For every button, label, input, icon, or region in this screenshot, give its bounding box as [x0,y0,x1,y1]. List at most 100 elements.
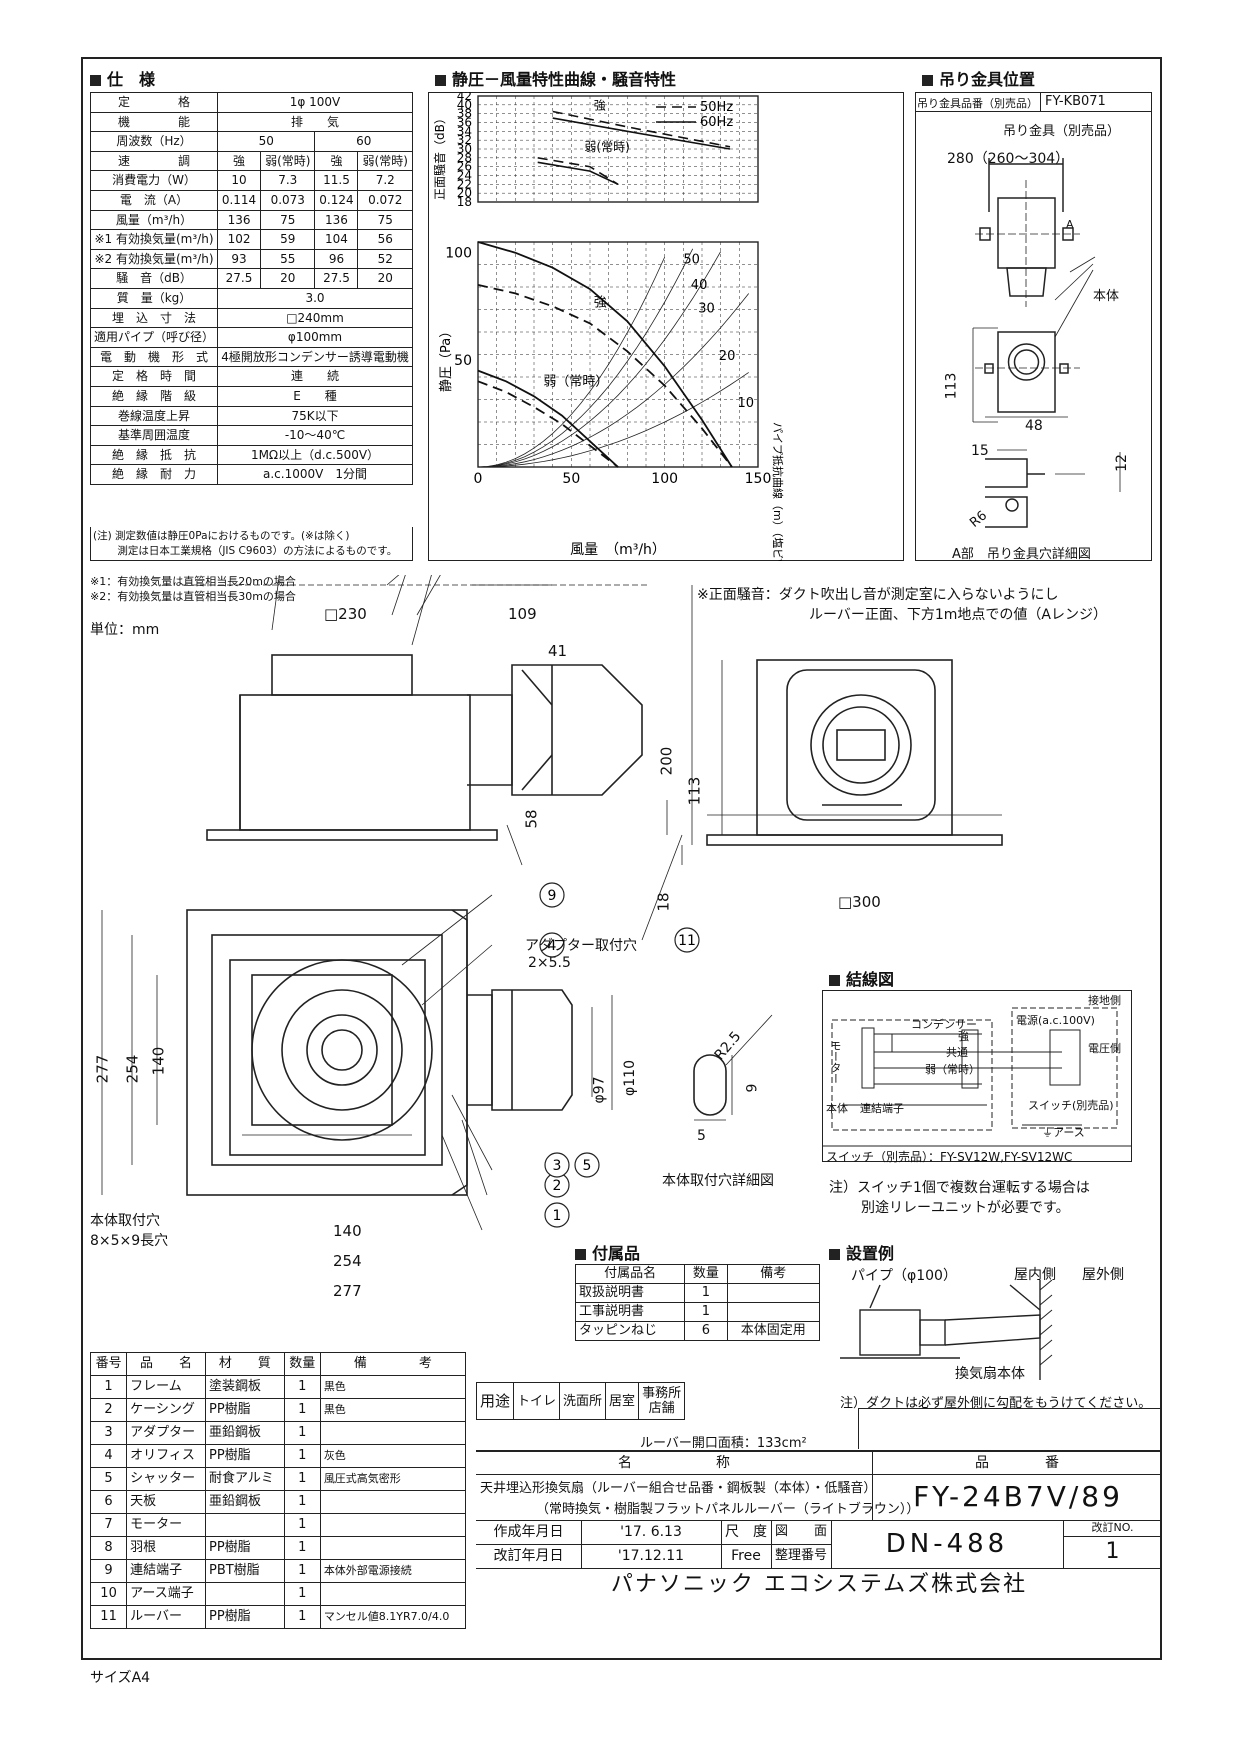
parts-cell: 本体外部電源接続 [319,1559,467,1583]
wiring-terminal: 連結端子 [860,1102,904,1115]
x-tick: 150 [745,471,772,487]
wiring-body: 本体 [826,1102,848,1115]
paper-size: サイズA4 [90,1670,151,1686]
noise-y-tick: 34 [457,124,472,138]
pipe-curve [477,256,666,468]
spec-value: 7.3 [260,170,316,191]
louver-area: ルーバー開口面積：133cm² [640,1436,807,1451]
footnote-1: ※1：有効換気量は直管相当長20mの場合 [90,575,296,588]
install-indoor: 屋内側 [1014,1267,1056,1283]
noise-weak-label: 弱(常時) [584,140,629,154]
wiring-title: 結線図 [829,966,894,990]
callout: 4 [539,932,565,958]
front-noise-note-2: ルーバー正面、下方1m地点での値（Aレンジ） [809,607,1107,623]
parts-header-cell: 品 名 [126,1352,206,1376]
accessories-cell [726,1283,821,1303]
spec-key: 基準周囲温度 [89,425,219,446]
product-name-2: （常時換気・樹脂製フラットパネルルーバー（ライトブラウン）） [536,1502,920,1517]
wiring-strong: 強 [958,1030,969,1043]
noise-y-tick: 20 [457,186,472,200]
spec-value: 10 [217,170,262,191]
width-277: 277 [333,1282,362,1300]
dim-9: 9 [744,1083,761,1093]
accessories-cell: 6 [684,1321,728,1341]
callout-number: 9 [548,888,557,904]
callout: 5 [574,1152,600,1178]
height-140: 140 [149,1046,168,1076]
spec-value: 20 [260,268,316,289]
spec-row: 質 量（kg）3.0 [89,287,413,309]
parts-cell [204,1582,285,1606]
noise-y-tick: 32 [457,133,472,147]
accessories-header-cell: 備考 [726,1264,821,1284]
spec-value: 56 [357,229,413,250]
spec-key: ※2 有効換気量(m³/h) [89,248,219,270]
accessories-header-cell: 付属品名 [574,1264,686,1284]
hanger-drawing [972,158,1121,528]
parts-cell: PP樹脂 [204,1398,285,1422]
spec-value: 連 続 [217,366,413,387]
wiring-box [822,990,1132,1162]
hanger-body-label: 本体 [1093,289,1120,304]
accessories-cell: 工事説明書 [574,1302,686,1322]
spec-value: 50 [217,131,316,152]
parts-header: 番号品 名材 質数量備 考 [89,1352,467,1376]
spec-value: 弱(常時) [357,150,413,172]
parts-cell: 1 [283,1398,321,1422]
parts-cell: 1 [283,1513,321,1537]
spec-value: 136 [217,209,262,231]
wiring-svg [822,1007,1132,1147]
spec-value: 136 [314,209,359,231]
callout-number: 1 [553,1208,562,1224]
curve-label-strong: 強 [594,295,607,310]
spec-value: 27.5 [217,268,262,289]
accessories-cell: 本体固定用 [726,1321,821,1341]
parts-header-cell: 番号 [89,1352,128,1376]
spec-key: ※1 有効換気量(m³/h) [89,229,219,250]
parts-cell [319,1513,467,1537]
curve-label-weak: 弱（常時） [543,375,608,390]
spec-value: 75 [260,209,316,231]
spec-value: 52 [357,248,413,270]
dim-110: φ110 [621,1060,638,1096]
series-line [477,241,733,468]
blank-cell [858,1408,1162,1449]
dim-18: 18 [654,892,673,912]
drawing-frame [81,57,1162,1660]
y-axis-label: 静圧（Pa） [439,325,454,392]
parts-cell: 1 [283,1375,321,1399]
spec-key: 騒 音（dB） [89,268,219,289]
accessories-cell: タッピンねじ [574,1321,686,1341]
created-label: 作成年月日 [476,1520,582,1545]
install-svg [840,1280,1053,1380]
parts-header-cell: 備 考 [319,1352,467,1376]
callout: 3 [544,1152,570,1178]
wiring-motor: モーター [829,1040,842,1084]
parts-cell: 2 [89,1398,128,1422]
use-table: 用途トイレ洗面所居室事務所 店舗 [475,1382,686,1420]
spec-value: φ100mm [217,327,413,348]
install-unit: 換気扇本体 [955,1366,1025,1382]
x-axis-label: 風量 （m³/h） [570,542,666,558]
spec-value: 0.114 [217,189,262,211]
spec-row: 機 能排 気 [89,111,413,133]
x-tick: 50 [562,471,580,487]
callout-number: 4 [548,938,557,954]
spec-value: 93 [217,248,262,270]
adapter-hole-size: 2×5.5 [528,955,571,971]
install-note: 注）ダクトは必ず屋外側に勾配をもうけてください。 [840,1396,1152,1411]
spec-key: 絶 縁 耐 力 [89,464,219,485]
install-outdoor: 屋外側 [1082,1267,1124,1283]
pipe-curve-label: 30 [698,302,715,317]
noise-strong-label: 強 [594,98,606,112]
noise-y-tick: 30 [457,142,472,156]
